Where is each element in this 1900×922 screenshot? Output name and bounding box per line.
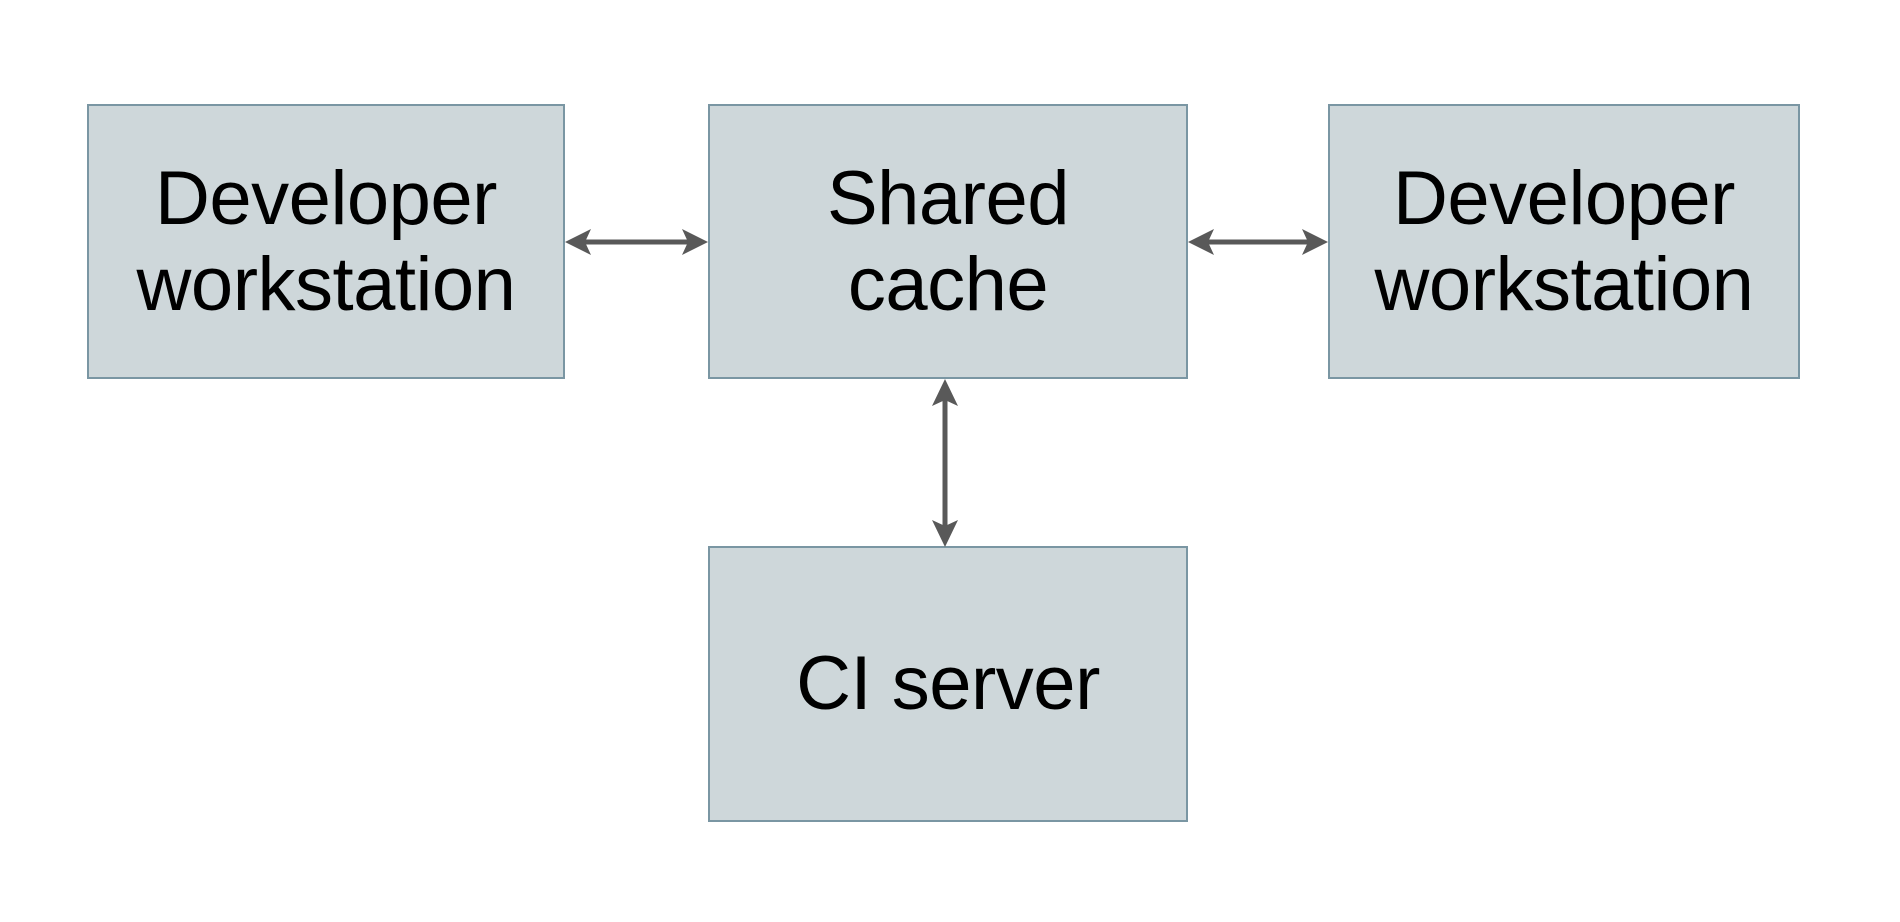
edge-shared-cache-right-workstation: [1188, 222, 1328, 262]
node-developer-workstation-right[interactable]: Developer workstation: [1328, 104, 1800, 379]
double-arrow-icon: [932, 379, 958, 547]
node-shared-cache[interactable]: Shared cache: [708, 104, 1188, 379]
double-arrow-icon: [1188, 229, 1328, 255]
node-label: CI server: [796, 641, 1100, 727]
edge-shared-cache-ci-server: [925, 379, 965, 547]
node-label: Shared cache: [826, 156, 1070, 327]
node-ci-server[interactable]: CI server: [708, 546, 1188, 822]
double-arrow-icon: [565, 229, 708, 255]
node-label: Developer workstation: [1374, 156, 1754, 327]
node-label: Developer workstation: [136, 156, 516, 327]
node-developer-workstation-left[interactable]: Developer workstation: [87, 104, 565, 379]
edge-left-workstation-shared-cache: [565, 222, 708, 262]
